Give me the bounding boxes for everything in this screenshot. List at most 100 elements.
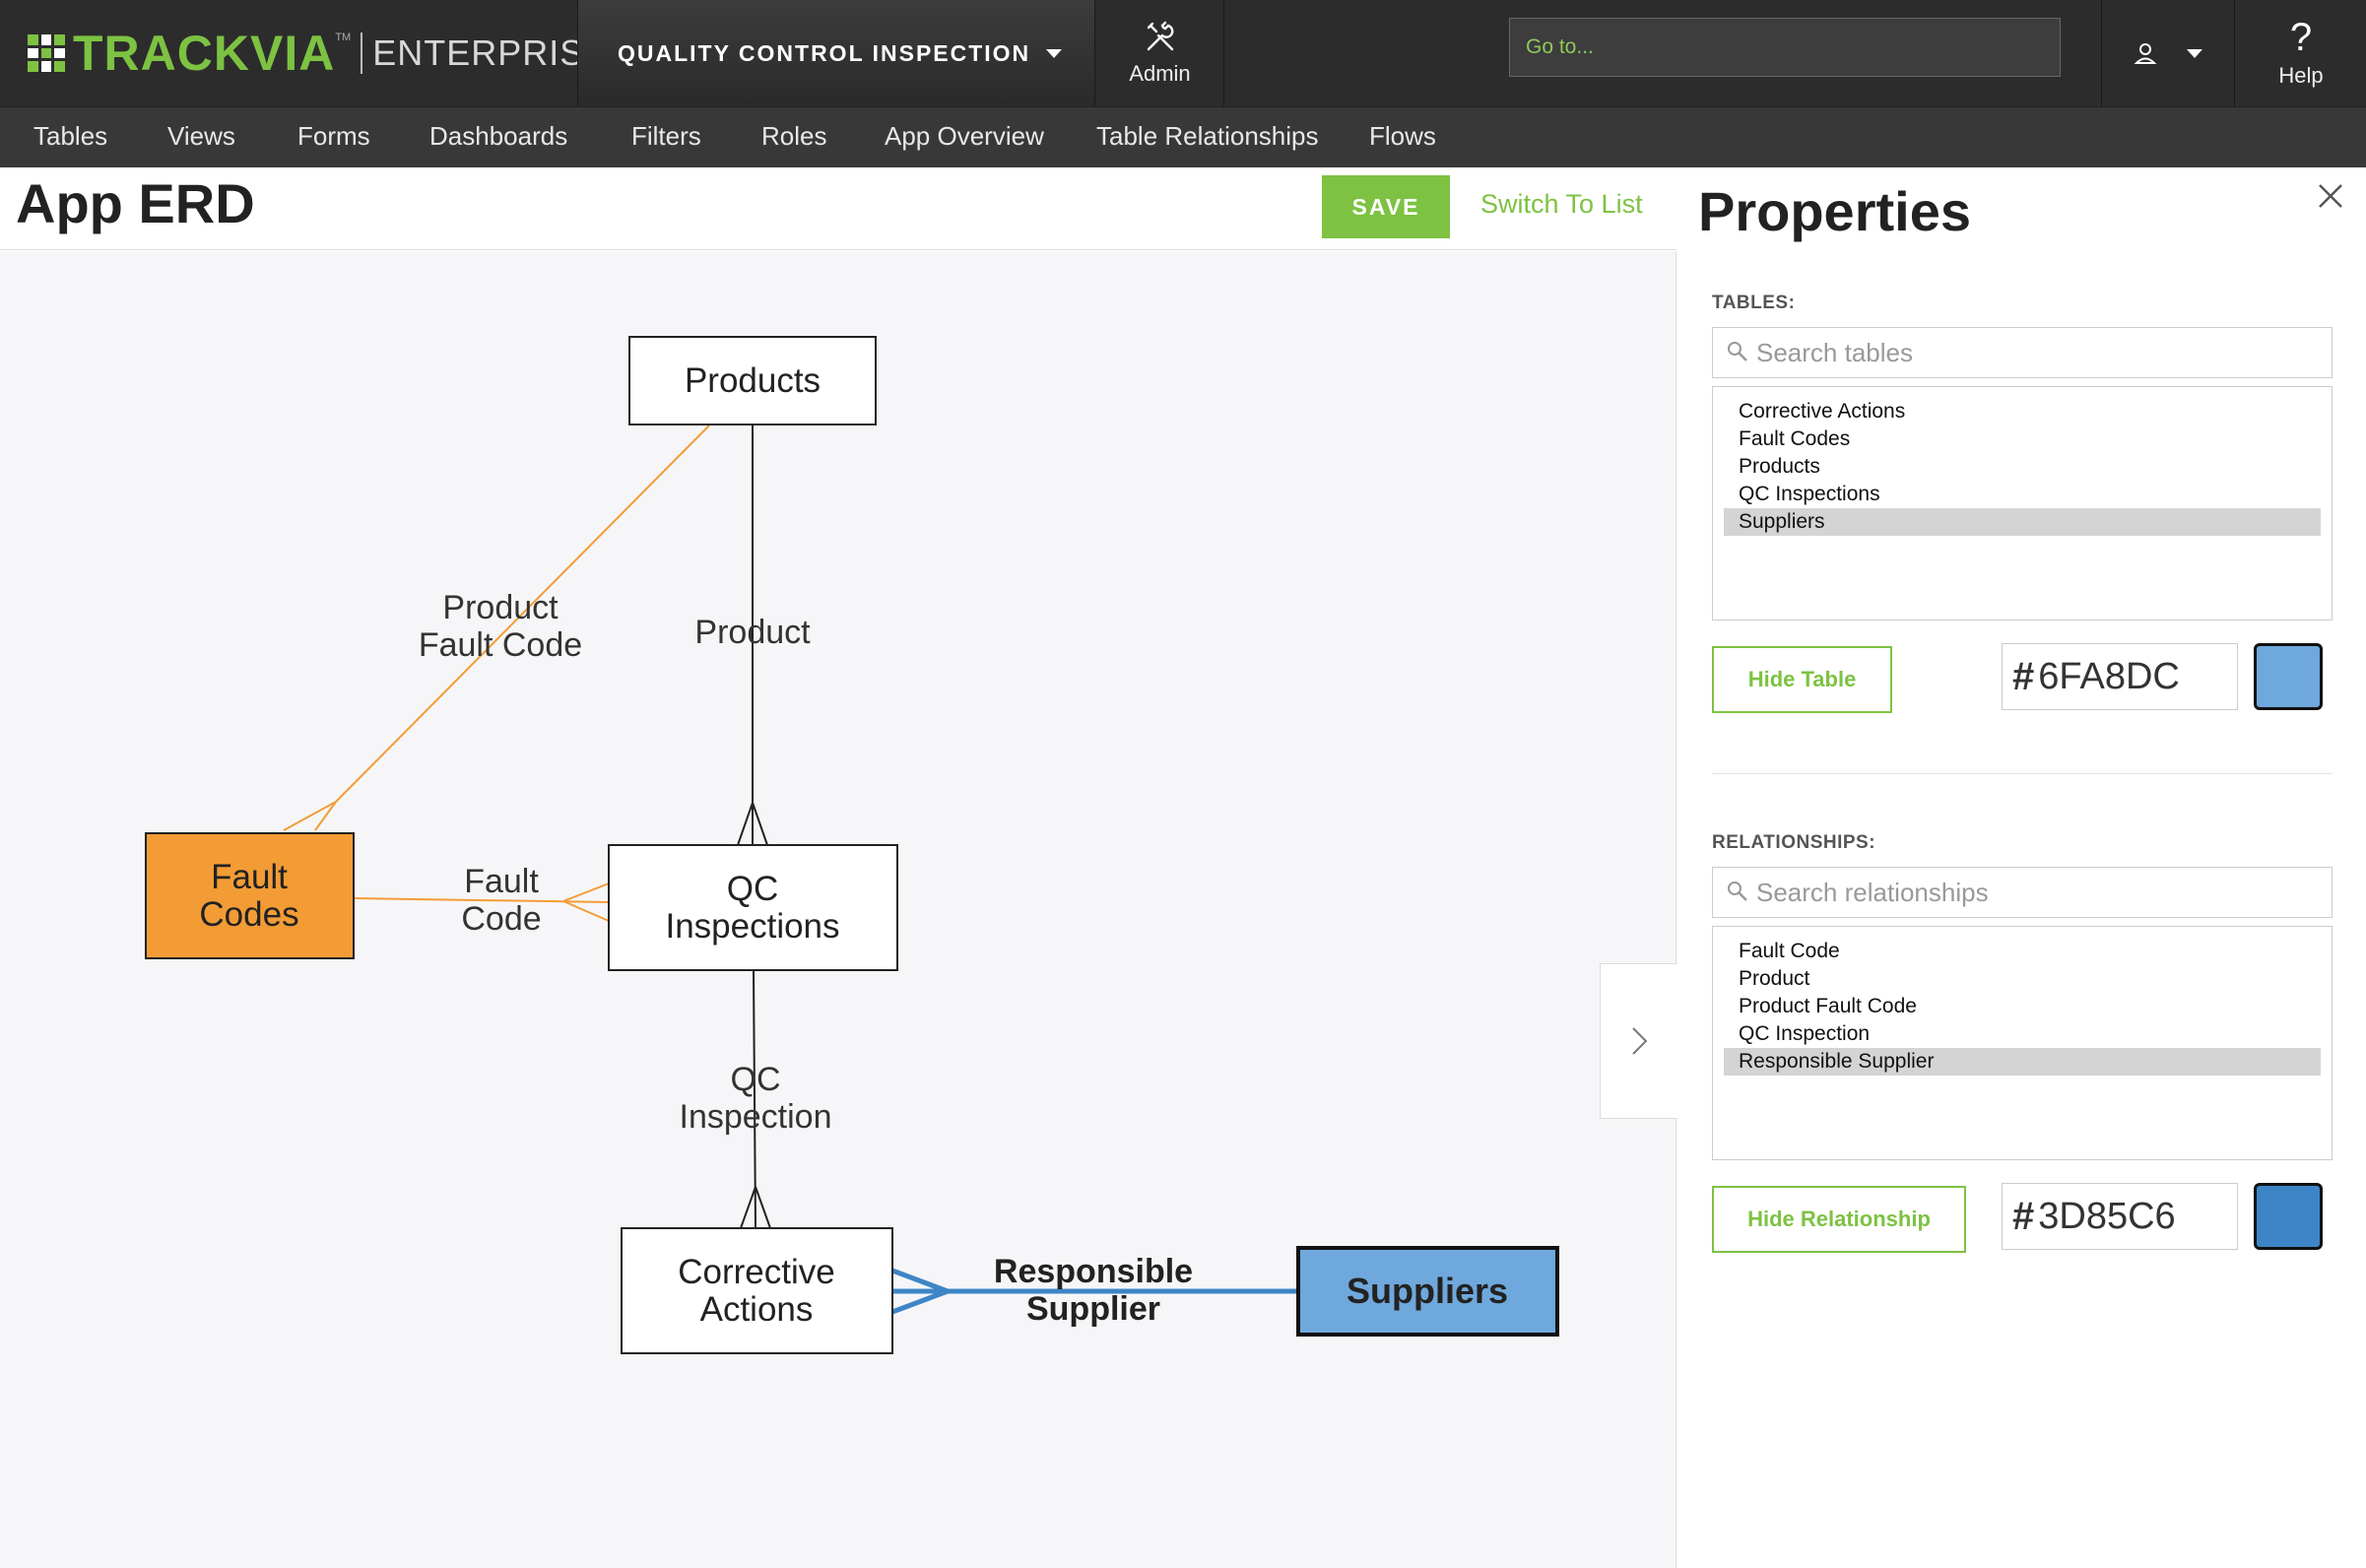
erd-diagram: Product Fault Code Product Fault Code QC… (145, 336, 1559, 1354)
table-node-label: Actions (700, 1290, 814, 1329)
list-item-relationship[interactable]: Product Fault Code (1739, 995, 1917, 1017)
list-item-table[interactable]: Suppliers (1724, 508, 2321, 536)
nav-forms[interactable]: Forms (297, 121, 370, 151)
chevron-down-icon (2187, 48, 2202, 58)
collapse-panel-tab[interactable] (1600, 963, 1678, 1119)
rel-line-fault-code[interactable] (353, 882, 610, 922)
nav-table-relationships[interactable]: Table Relationships (1096, 121, 1319, 151)
relationship-color-hex: # (2002, 1183, 2238, 1250)
rel-label-product-fault-code[interactable]: Product Fault Code (419, 589, 582, 664)
erd-table-products[interactable]: Products (628, 336, 877, 425)
list-item-relationship[interactable]: Fault Code (1739, 940, 1840, 962)
table-node-label: QC (727, 870, 779, 908)
nav-views[interactable]: Views (167, 121, 235, 151)
trackvia-logo[interactable]: TRACKVIA TM ENTERPRISE (28, 22, 609, 85)
search-icon (1728, 882, 1747, 901)
rel-label-line: Code (461, 900, 541, 938)
relationship-color-swatch[interactable] (2254, 1183, 2323, 1250)
list-item-table[interactable]: QC Inspections (1739, 483, 1880, 505)
tables-search (1712, 327, 2333, 378)
close-icon[interactable] (2316, 181, 2345, 211)
relationships-list[interactable]: Fault Code Product Product Fault Code QC… (1712, 926, 2333, 1160)
chevron-down-icon (1046, 48, 1063, 58)
table-node-label: Fault (211, 858, 288, 896)
rel-label-line: Supplier (1026, 1290, 1160, 1328)
admin-label: Admin (1129, 61, 1191, 86)
logo-grid-icon (28, 34, 65, 72)
help-label: Help (2278, 63, 2324, 88)
logo-trademark: TM (335, 32, 352, 43)
tables-list[interactable]: Corrective Actions Fault Codes Products … (1712, 386, 2333, 621)
list-item-table[interactable]: Products (1739, 455, 1820, 478)
table-node-label: Suppliers (1347, 1271, 1508, 1311)
erd-table-corrective-actions[interactable]: Corrective Actions (621, 1227, 893, 1354)
list-item-table[interactable]: Corrective Actions (1739, 400, 1906, 423)
erd-table-fault-codes[interactable]: Fault Codes (145, 832, 355, 959)
top-bar: TRACKVIA TM ENTERPRISE QUALITY CONTROL I… (0, 0, 2366, 106)
help-button[interactable]: ? Help (2236, 0, 2366, 106)
rel-line-product[interactable] (737, 425, 768, 846)
properties-title: Properties (1698, 180, 1971, 242)
rel-line-qc-inspection[interactable] (740, 969, 771, 1229)
erd-table-suppliers[interactable]: Suppliers (1296, 1246, 1559, 1337)
tools-icon (1147, 21, 1173, 51)
hash-symbol: # (2012, 654, 2035, 698)
list-item-relationship[interactable]: Responsible Supplier (1724, 1048, 2321, 1076)
hide-relationship-button[interactable]: Hide Relationship (1712, 1186, 1966, 1253)
goto-input[interactable] (1509, 18, 2061, 77)
user-icon (2134, 43, 2157, 64)
hide-table-button[interactable]: Hide Table (1712, 646, 1892, 713)
relationships-search-input[interactable] (1756, 868, 2318, 917)
question-icon: ? (2289, 16, 2313, 59)
logo-separator (361, 33, 363, 74)
nav-tables[interactable]: Tables (33, 121, 108, 151)
relationships-search (1712, 867, 2333, 918)
app-switcher[interactable]: QUALITY CONTROL INSPECTION (577, 0, 1095, 106)
table-node-label: Codes (199, 895, 298, 934)
rel-label-line: Fault (464, 863, 539, 900)
rel-label-responsible-supplier[interactable]: Responsible Supplier (994, 1253, 1193, 1328)
properties-panel: Properties TABLES: Corrective Actions Fa… (1677, 167, 2366, 1568)
table-node-label: Products (685, 361, 821, 400)
list-item-relationship[interactable]: Product (1739, 967, 1810, 990)
rel-line-product-fault-code[interactable] (283, 425, 710, 831)
erd-header: App ERD SAVE Switch To List (0, 167, 1676, 250)
list-item-relationship[interactable]: QC Inspection (1739, 1022, 1871, 1045)
table-color-hex: # (2002, 643, 2238, 710)
rel-line-responsible-supplier[interactable] (891, 1268, 1298, 1315)
nav-dashboards[interactable]: Dashboards (429, 121, 568, 151)
admin-button[interactable]: Admin (1096, 0, 1224, 106)
rel-label-line: Inspection (680, 1098, 832, 1136)
nav-app-overview[interactable]: App Overview (885, 121, 1044, 151)
erd-canvas[interactable]: Product Fault Code Product Fault Code QC… (0, 251, 1678, 1568)
erd-table-qc-inspections[interactable]: QC Inspections (608, 844, 898, 971)
save-button[interactable]: SAVE (1322, 175, 1450, 238)
rel-label-line: Product (442, 589, 559, 626)
rel-label-fault-code[interactable]: Fault Code (461, 863, 541, 938)
tables-section-label: TABLES: (1712, 293, 1796, 313)
rel-label-line: Responsible (994, 1253, 1193, 1290)
nav-flows[interactable]: Flows (1369, 121, 1436, 151)
relationship-color-hex-input[interactable] (2038, 1195, 2226, 1238)
tables-search-input[interactable] (1756, 328, 2318, 377)
nav-bar: Tables Views Forms Dashboards Filters Ro… (0, 106, 2366, 167)
switch-to-list-link[interactable]: Switch To List (1480, 189, 1643, 219)
hash-symbol: # (2012, 1194, 2035, 1238)
table-color-hex-input[interactable] (2038, 655, 2226, 698)
table-node-label: Corrective (678, 1253, 834, 1291)
user-menu[interactable] (2101, 0, 2235, 106)
section-divider (1712, 773, 2333, 774)
logo-edition: ENTERPRISE (372, 33, 610, 73)
app-name: QUALITY CONTROL INSPECTION (618, 39, 1031, 66)
table-node-label: Inspections (665, 907, 839, 946)
page-title: App ERD (16, 172, 255, 234)
nav-filters[interactable]: Filters (631, 121, 701, 151)
rel-label-qc-inspection[interactable]: QC Inspection (680, 1061, 832, 1136)
rel-label-product[interactable]: Product (694, 614, 811, 651)
nav-roles[interactable]: Roles (761, 121, 827, 151)
search-icon (1728, 342, 1747, 361)
table-color-swatch[interactable] (2254, 643, 2323, 710)
rel-label-line: Product (694, 614, 811, 651)
rel-label-line: QC (731, 1061, 781, 1098)
list-item-table[interactable]: Fault Codes (1739, 427, 1851, 450)
